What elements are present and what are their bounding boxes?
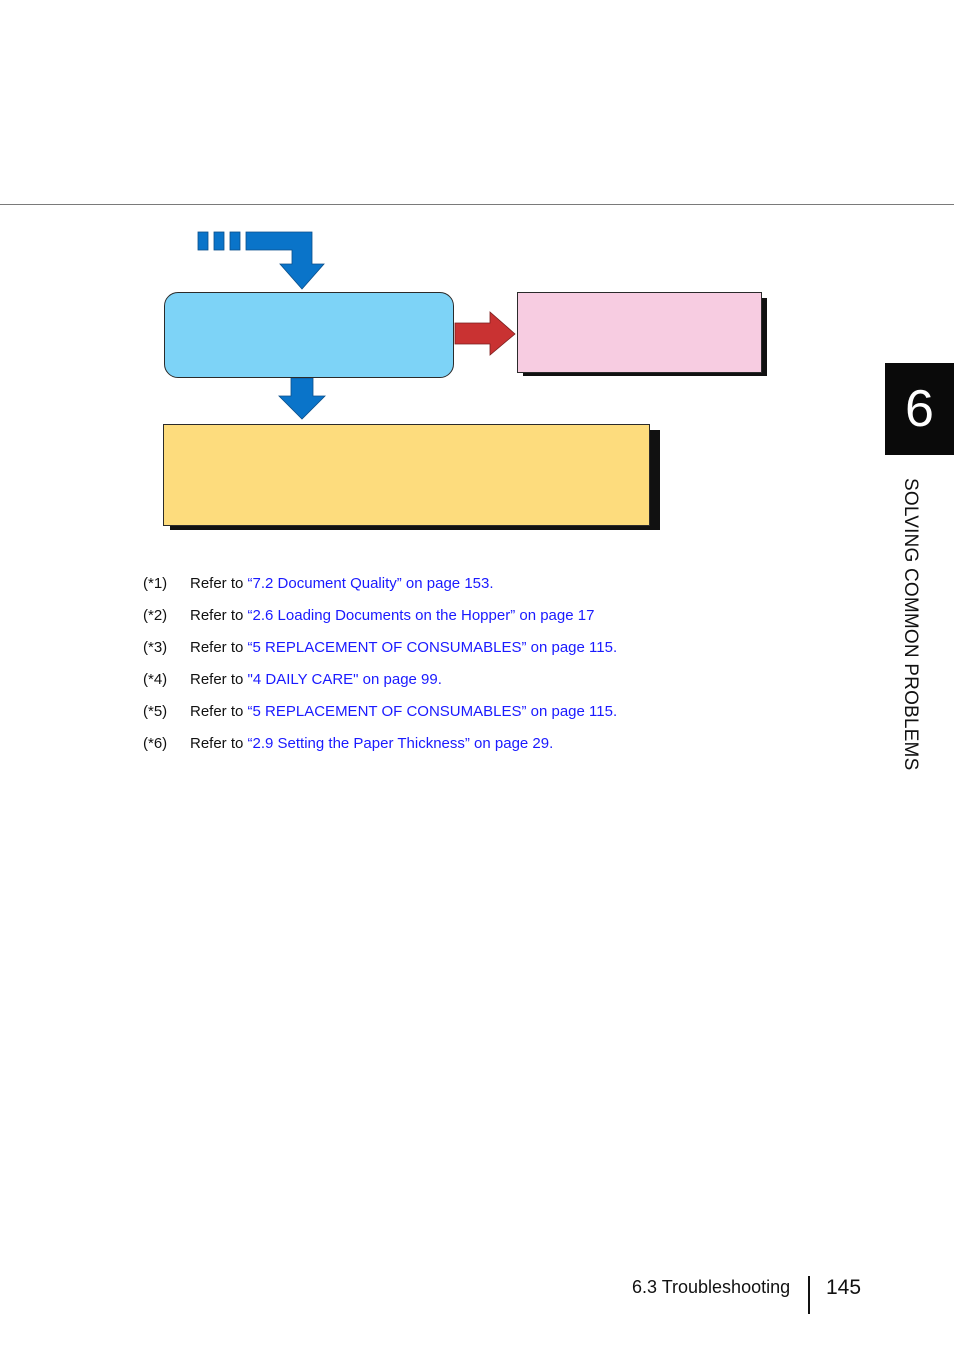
footnote-item: (*4) Refer to "4 DAILY CARE" on page 99. — [143, 670, 803, 702]
flowchart-arrows — [197, 231, 516, 420]
down-arrow — [278, 377, 326, 420]
chapter-title: SOLVING COMMON PROBLEMS — [900, 478, 921, 771]
footnote-marker: (*3) — [143, 639, 168, 656]
footnote-prefix: Refer to — [190, 575, 248, 592]
footnote-link[interactable]: "4 DAILY CARE" on page 99. — [247, 671, 442, 688]
header-rule — [0, 204, 954, 205]
footnote-prefix: Refer to — [190, 735, 248, 752]
footnote-marker: (*5) — [143, 703, 168, 720]
footer-divider — [808, 1276, 810, 1314]
footnote-prefix: Refer to — [190, 639, 248, 656]
footnote-link[interactable]: “5 REPLACEMENT OF CONSUMABLES” on page 1… — [247, 703, 618, 720]
footnote-item: (*2) Refer to “2.6 Loading Documents on … — [143, 606, 803, 638]
footnote-list: (*1) Refer to “7.2 Document Quality” on … — [143, 574, 803, 766]
footnote-link[interactable]: “5 REPLACEMENT OF CONSUMABLES” on page 1… — [247, 639, 618, 656]
footer-section-title: 6.3 Troubleshooting — [632, 1277, 791, 1297]
action-box-yellow — [163, 424, 650, 526]
entry-dash-1 — [197, 231, 209, 251]
decision-box — [164, 292, 454, 378]
entry-dash-2 — [213, 231, 225, 251]
footnote-item: (*3) Refer to “5 REPLACEMENT OF CONSUMAB… — [143, 638, 803, 670]
result-box-pink — [517, 292, 762, 373]
flowchart — [0, 0, 954, 560]
right-arrow — [454, 311, 516, 356]
chapter-number-tab: 6 — [885, 363, 954, 455]
footnote-item: (*6) Refer to “2.9 Setting the Paper Thi… — [143, 734, 803, 766]
footnote-marker: (*2) — [143, 607, 168, 624]
footnote-link[interactable]: “2.6 Loading Documents on the Hopper” on… — [247, 607, 595, 624]
footnote-link[interactable]: “2.9 Setting the Paper Thickness” on pag… — [247, 735, 554, 752]
entry-arrow — [245, 231, 325, 290]
footnote-marker: (*4) — [143, 671, 168, 688]
footnote-prefix: Refer to — [190, 703, 248, 720]
footnote-marker: (*6) — [143, 735, 168, 752]
footnote-item: (*5) Refer to “5 REPLACEMENT OF CONSUMAB… — [143, 702, 803, 734]
footnote-link[interactable]: “7.2 Document Quality” on page 153. — [247, 575, 494, 592]
page-number: 145 — [826, 1276, 862, 1299]
footnote-marker: (*1) — [143, 575, 168, 592]
entry-dash-3 — [229, 231, 241, 251]
footnote-item: (*1) Refer to “7.2 Document Quality” on … — [143, 574, 803, 606]
footnote-prefix: Refer to — [190, 607, 248, 624]
footnote-prefix: Refer to — [190, 671, 248, 688]
